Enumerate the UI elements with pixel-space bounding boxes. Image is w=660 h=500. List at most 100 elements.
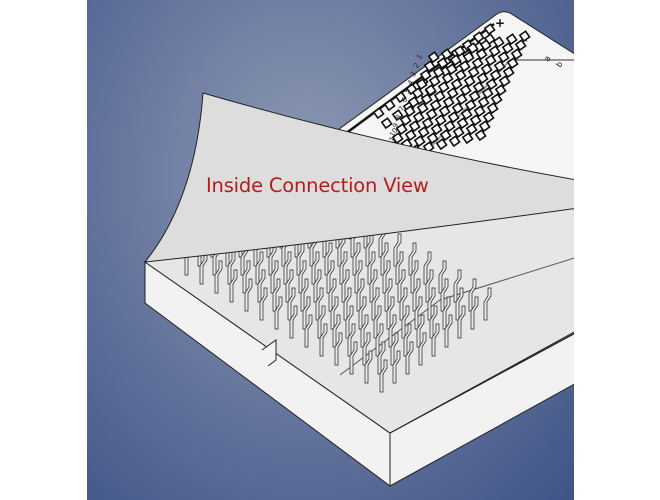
breadboard-hole [420,93,433,106]
breadboard-hole [489,69,502,82]
breadboard-hole [443,120,456,133]
breadboard-hole [481,87,494,100]
breadboard-hole [473,105,486,118]
breadboard-hole [501,42,514,55]
connector-clip [330,296,339,330]
breadboard-hole [461,132,474,145]
connector-clip [377,341,386,375]
breadboard-hole [477,96,490,109]
connector-clip [259,287,268,321]
peeled-top-sheet [143,92,574,263]
breadboard-hole [462,51,475,64]
breadboard-hole [451,102,464,115]
connector-clip [283,251,292,285]
connector-clip [255,251,264,285]
breadboard-hole [492,36,505,49]
breadboard-hole [468,90,481,103]
breadboard-hole [429,99,442,112]
breadboard-hole [497,51,510,64]
connector-clip [347,323,356,357]
breadboard-hole [498,75,511,88]
connector-clip [373,305,382,339]
connector-clip [397,269,406,303]
connector-clip [257,269,266,303]
breadboard-hole [380,117,393,130]
connector-clip [414,296,423,330]
breadboard-hole [407,96,420,109]
connector-clip [334,332,343,366]
breadboard-holes [372,23,531,163]
connector-clip [328,278,337,312]
breadboard-hole [510,48,523,61]
breadboard-hole [395,123,408,136]
connector-clip [317,305,326,339]
connector-clip [324,242,333,276]
connector-clip [403,323,412,357]
breadboard-hole [425,108,438,121]
connector-clip [304,314,313,348]
connector-clip [399,287,408,321]
connector-clip [444,314,453,348]
breadboard-hole [433,90,446,103]
breadboard-hole [432,66,445,79]
breadboard-hole [455,93,468,106]
breadboard-hole [482,111,495,124]
breadboard-hole [480,63,493,76]
breadboard-hole [456,117,469,130]
row-number: 6 [400,95,409,104]
breadboard-hole [419,69,432,82]
connector-clip [382,260,391,294]
breadboard-hole [490,93,503,106]
connector-clip [470,296,479,330]
breadboard-hole [416,102,429,115]
connector-clip [214,260,223,294]
breadboard-hole [412,111,425,124]
connector-clip [285,269,294,303]
row-number: 11 [385,135,397,147]
breadboard-hole [486,102,499,115]
breadboard-hole [458,60,471,73]
breadboard-hole [415,78,428,91]
breadboard-hole [434,114,447,127]
connector-clip [431,323,440,357]
breadboard-hole [463,75,476,88]
column-letter: b [554,60,564,69]
connector-clip [270,260,279,294]
breadboard-hole [514,39,527,52]
breadboard-hole [440,48,453,61]
breadboard-hole [399,114,412,127]
connector-clip [356,278,365,312]
breadboard-hole [506,57,519,70]
connector-clip [392,350,401,384]
breadboard-hole [464,99,477,112]
connector-clip [429,305,438,339]
breadboard-hole [411,87,424,100]
breadboard-hole [427,51,440,64]
connector-clip [332,314,341,348]
connector-clip [455,287,464,321]
connector-clip [395,251,404,285]
connector-clip [369,269,378,303]
connector-clip [386,296,395,330]
breadboard-hole [441,72,454,85]
plus-label: + [495,16,505,30]
breadboard-hole [465,123,478,136]
connector-clip [244,278,253,312]
connector-clip [468,278,477,312]
connector-clip [349,341,358,375]
connector-clip [438,260,447,294]
connector-clip [274,296,283,330]
row-number: 8 [394,113,403,121]
breadboard-hole [421,117,434,130]
breadboard-hole [436,57,449,70]
breadboard-hole [493,60,506,73]
row-number: 1 [415,53,424,61]
breadboard-hole [484,54,497,67]
breadboard-hole [467,66,480,79]
breadboard-hole [403,105,416,118]
breadboard-hole [502,66,515,79]
connector-clip [343,287,352,321]
connector-clip [401,305,410,339]
